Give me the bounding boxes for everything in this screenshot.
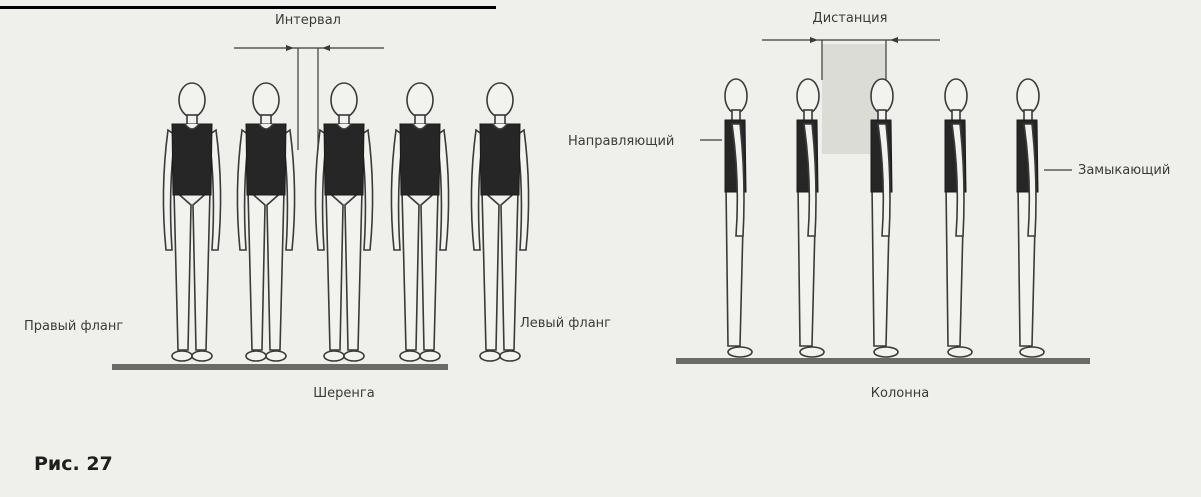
line-caption: Шеренга	[313, 386, 374, 401]
figure-caption: Рис. 27	[34, 453, 113, 475]
column-formation	[725, 79, 1044, 357]
person-front	[163, 83, 220, 361]
person-front	[237, 83, 294, 361]
left-flank-label: Левый фланг	[520, 316, 611, 331]
guide-label: Направляющий	[568, 134, 674, 149]
header-rule	[0, 6, 496, 9]
person-side	[1017, 79, 1044, 357]
person-front	[315, 83, 372, 361]
line-formation	[163, 83, 528, 361]
person-side	[797, 79, 824, 357]
distance-label: Дистанция	[813, 11, 888, 26]
interval-label: Интервал	[275, 13, 341, 28]
right-flank-label: Правый фланг	[24, 319, 123, 334]
column-caption: Колонна	[871, 386, 929, 401]
person-front	[391, 83, 448, 361]
column-ground	[676, 358, 1090, 364]
person-side	[871, 79, 898, 357]
person-side	[945, 79, 972, 357]
person-side	[725, 79, 752, 357]
closing-label: Замыкающий	[1078, 163, 1170, 178]
line-ground	[112, 364, 448, 370]
